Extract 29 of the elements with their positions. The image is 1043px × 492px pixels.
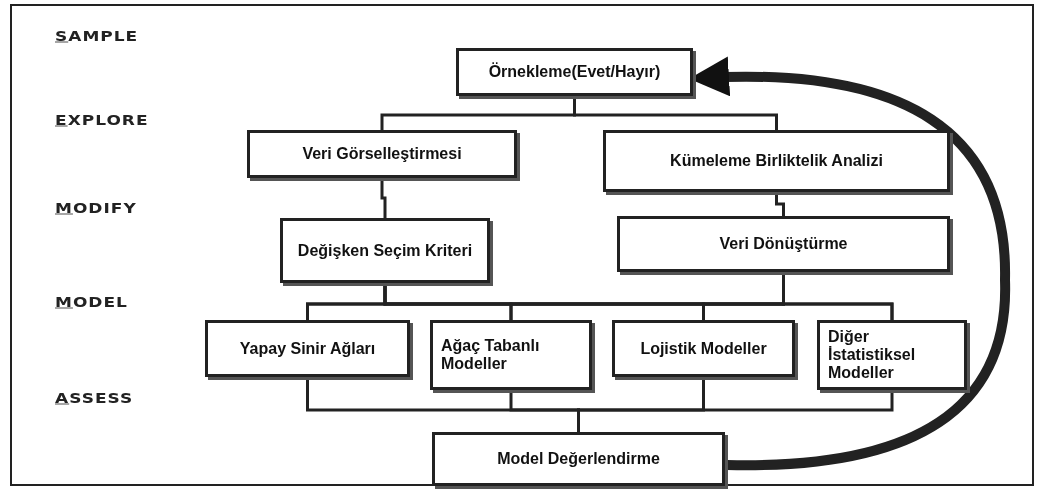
process-box — [456, 48, 693, 96]
stage-label: MODEL — [55, 294, 128, 310]
stage-label: SAMPLE — [55, 28, 139, 44]
process-box — [617, 216, 950, 272]
process-box — [603, 130, 950, 192]
process-box — [612, 320, 795, 377]
process-box — [432, 432, 725, 486]
box-text: Yapay Sinir Ağları — [239, 339, 376, 358]
connector — [573, 99, 778, 130]
box-text: Kümeleme Birliktelik Analizi — [670, 152, 883, 170]
stage-label: ASSESS — [55, 390, 134, 406]
box-text: Model Değerlendirme — [497, 450, 660, 468]
connector — [775, 195, 785, 216]
stage-label: MODIFY — [55, 200, 137, 216]
process-box — [817, 320, 967, 390]
box-text: Veri Görselleştirmesi — [302, 145, 462, 163]
process-box — [430, 320, 592, 390]
box-text: Ağaç Tabanlı Modeller — [441, 337, 541, 373]
box-text: Diğer İstatistiksel Modeller — [828, 328, 917, 382]
connector — [577, 393, 894, 432]
process-box — [247, 130, 517, 178]
box-text: Veri Dönüştürme — [719, 235, 848, 253]
box-text: Örnekleme(Evet/Hayır) — [488, 63, 661, 81]
stage-label: EXPLORE — [55, 112, 149, 128]
connector — [380, 181, 387, 218]
box-text: Değişken Seçim Kriteri — [297, 241, 473, 260]
box-text: Lojistik Modeller — [640, 339, 767, 358]
process-box — [205, 320, 410, 377]
process-box — [280, 218, 490, 283]
